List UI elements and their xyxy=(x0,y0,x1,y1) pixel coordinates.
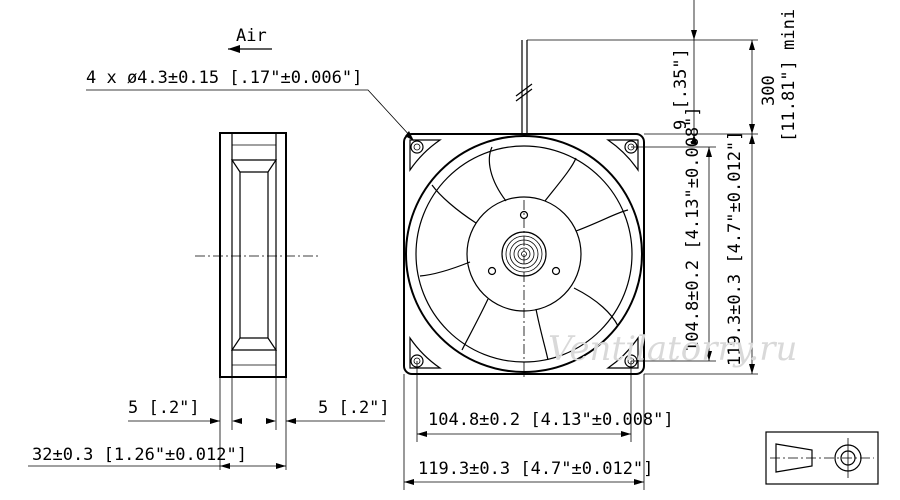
mounting-hole-label: 4 x ø4.3±0.15 [.17"±0.006"] xyxy=(86,68,362,88)
mounting-hole-callout: 4 x ø4.3±0.15 [.17"±0.006"] xyxy=(86,68,414,141)
svg-text:104.8±0.2 [4.13"±0.008"]: 104.8±0.2 [4.13"±0.008"] xyxy=(428,410,674,430)
watermark: Ventilatorry.ru xyxy=(548,329,797,369)
size-horizontal-dimension: 119.3±0.3 [4.7"±0.012"] xyxy=(403,374,653,490)
svg-text:119.3±0.3 [4.7"±0.012"]: 119.3±0.3 [4.7"±0.012"] xyxy=(725,131,745,366)
svg-text:[11.81"] mini: [11.81"] mini xyxy=(779,9,799,142)
hole-spacing-horizontal-dimension: 104.8±0.2 [4.13"±0.008"] xyxy=(416,361,674,442)
mounting-hole xyxy=(410,140,424,154)
svg-text:104.8±0.2 [4.13"±0.008"]: 104.8±0.2 [4.13"±0.008"] xyxy=(683,106,703,352)
projection-symbol xyxy=(765,431,879,485)
hole-spacing-vertical-dimension: 104.8±0.2 [4.13"±0.008"] xyxy=(631,106,716,362)
svg-text:119.3±0.3 [4.7"±0.012"]: 119.3±0.3 [4.7"±0.012"] xyxy=(418,459,653,479)
size-vertical-dimension: 119.3±0.3 [4.7"±0.012"] xyxy=(644,131,758,375)
airflow-arrow: Air xyxy=(228,26,272,53)
svg-text:5 [.2"]: 5 [.2"] xyxy=(128,398,200,418)
svg-text:300: 300 xyxy=(759,75,779,106)
flange-dimension-left: 5 [.2"] xyxy=(128,398,242,424)
svg-text:32±0.3 [1.26"±0.012"]: 32±0.3 [1.26"±0.012"] xyxy=(32,445,247,465)
svg-text:9 [.35"]: 9 [.35"] xyxy=(671,48,691,130)
air-label: Air xyxy=(236,26,267,46)
fan-side-view xyxy=(195,132,320,470)
svg-text:5 [.2"]: 5 [.2"] xyxy=(318,398,390,418)
fan-front-view xyxy=(403,40,645,380)
wire-offset-dimension: 9 [.35"] xyxy=(527,0,758,144)
depth-dimension: 32±0.3 [1.26"±0.012"] xyxy=(28,445,286,469)
flange-dimension-right: 5 [.2"] xyxy=(266,398,390,424)
wire-length-dimension: 300 [11.81"] mini xyxy=(749,9,799,142)
